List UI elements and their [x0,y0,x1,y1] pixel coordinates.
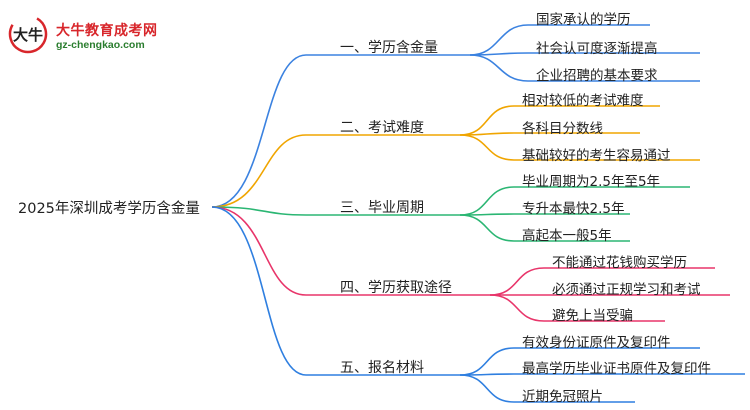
connector-branch-5-leaf-3 [459,374,635,403]
logo: 大牛 大牛教育成考网 gz-chengkao.com [8,14,168,54]
leaf-5-3: 近期免冠照片 [522,389,603,405]
leaf-1-3: 企业招聘的基本要求 [536,68,658,84]
branch-3-label: 三、毕业周期 [340,200,424,216]
connector-branch-5-leaf-1 [459,347,700,376]
logo-name: 大牛教育成考网 [56,23,158,39]
connector-root-branch-2 [211,134,336,208]
connector-branch-2-leaf-2 [459,132,640,136]
connector-root-branch-5 [211,206,336,376]
connector-branch-2-leaf-3 [459,134,700,161]
leaf-1-1: 国家承认的学历 [536,12,631,28]
leaf-1-2: 社会认可度逐渐提高 [536,41,658,57]
connector-branch-3-leaf-1 [459,186,690,216]
branch-2-label: 二、考试难度 [340,120,424,136]
svg-text:大牛: 大牛 [13,26,43,44]
leaf-5-1: 有效身份证原件及复印件 [522,335,671,351]
leaf-4-1: 不能通过花钱购买学历 [552,255,687,271]
branch-1-label: 一、学历含金量 [340,40,438,56]
connector-branch-3-leaf-3 [459,214,630,242]
leaf-4-3: 避免上当受骗 [552,308,633,324]
leaf-2-2: 各科目分数线 [522,121,603,137]
connector-branch-5-leaf-2 [459,373,745,376]
connector-branch-1-leaf-1 [469,24,650,56]
connector-branch-1-leaf-2 [469,52,700,56]
leaf-2-3: 基础较好的考生容易通过 [522,148,671,164]
branch-5-label: 五、报名材料 [340,360,424,376]
connector-root-branch-3 [211,206,336,216]
leaf-3-2: 专升本最快2.5年 [522,201,625,217]
leaf-4-2: 必须通过正规学习和考试 [552,282,701,298]
leaf-3-3: 高起本一般5年 [522,228,612,244]
root-topic: 2025年深圳成考学历含金量 [18,201,200,217]
connector-branch-1-leaf-3 [469,54,700,82]
connector-branch-4-leaf-1 [489,267,715,296]
connector-branch-2-leaf-1 [459,105,660,136]
leaf-2-1: 相对较低的考试难度 [522,93,644,109]
logo-url: gz-chengkao.com [56,39,145,51]
connector-branch-4-leaf-3 [489,294,665,322]
connector-root-branch-4 [211,206,336,296]
leaf-3-1: 毕业周期为2.5年至5年 [522,174,661,190]
branch-4-label: 四、学历获取途径 [340,280,452,296]
leaf-5-2: 最高学历毕业证书原件及复印件 [522,361,711,377]
logo-emblem-icon: 大牛 [8,14,48,54]
connector-branch-3-leaf-2 [459,213,630,216]
connector-root-branch-1 [211,54,336,208]
